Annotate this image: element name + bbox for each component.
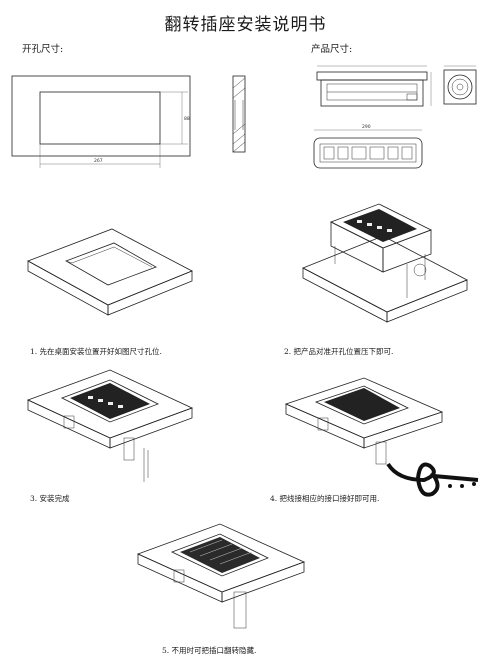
product-size-label: 产品尺寸: [311,44,353,55]
hole-width-dimension: 267 [94,158,103,164]
document-title: 翻转插座安装说明书 [164,15,327,35]
hole-size-drawing: 88 267 [11,75,191,168]
section-view-drawing [232,75,246,153]
product-top-view: 290 [313,124,423,169]
product-side-view [443,65,477,105]
hole-height-dimension: 88 [184,116,190,122]
product-width-dimension: 290 [362,124,371,130]
step-1-caption: 1. 先在桌面安装位置开好如图尺寸孔位. [30,347,162,356]
step-4-caption: 4. 把线接相应的接口接好即可用. [270,494,380,503]
product-front-view [316,65,432,107]
step-2-caption: 2. 把产品对准开孔位置压下即可. [284,347,394,356]
step2-illustration [302,203,468,323]
step3-illustration [26,369,194,482]
step5-illustration [136,523,306,629]
step-5-caption: 5. 不用时可把插口翻转隐藏. [162,646,257,655]
step4-illustration [284,377,479,497]
hole-size-label: 开孔尺寸: [22,44,64,55]
step1-illustration [27,228,193,316]
step-3-caption: 3. 安装完成 [30,494,70,503]
